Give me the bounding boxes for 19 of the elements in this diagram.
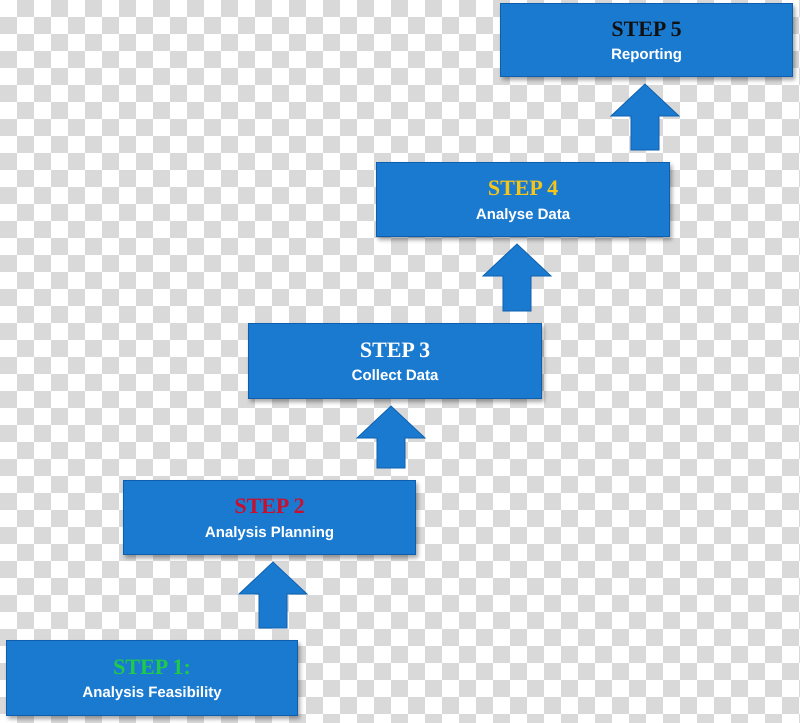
step-box [123,480,416,555]
step-label: Analysis Feasibility [82,684,222,704]
step-title: STEP 5 [611,14,682,42]
step-title: STEP 2 [234,492,305,520]
block-arrow [482,243,552,312]
step-box [376,162,670,237]
step-label: Analyse Data [476,206,570,225]
block-arrow [610,83,680,150]
step-title: STEP 1: [113,652,191,680]
step-title: STEP 3 [360,336,430,364]
step-title: STEP 4 [488,174,558,202]
step-box [248,323,542,399]
step-box [6,640,298,716]
step-label: Collect Data [352,367,438,386]
block-arrow [356,405,426,468]
step-label: Reporting [611,46,682,66]
block-arrow [238,561,308,628]
step-label: Analysis Planning [204,524,334,543]
step-box [500,3,793,77]
